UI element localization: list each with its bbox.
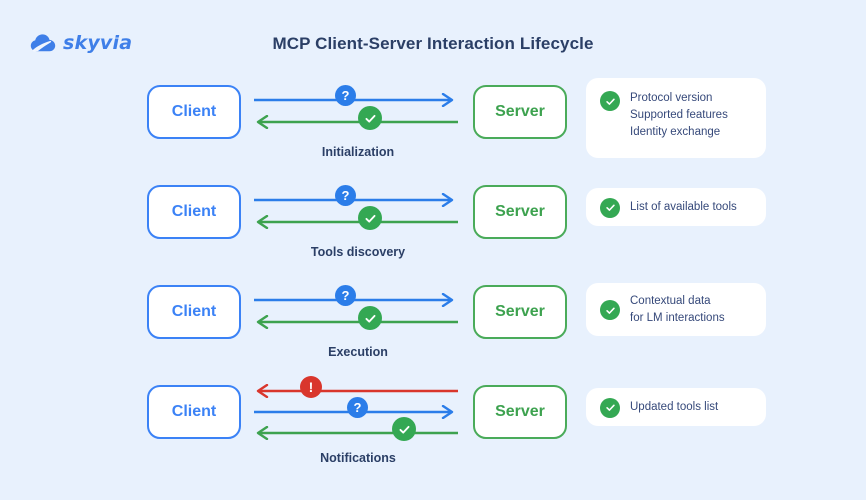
info-card: Protocol version Supported features Iden… [586, 78, 766, 158]
question-badge-glyph: ? [341, 188, 350, 203]
info-card-lines: List of available tools [630, 199, 737, 216]
info-card: Contextual data for LM interactions [586, 283, 766, 336]
info-card-line: for LM interactions [630, 311, 725, 324]
check-icon [365, 114, 375, 123]
server-node[interactable]: Server [473, 285, 567, 339]
info-card-lines: Protocol version Supported features Iden… [630, 90, 728, 141]
question-badge: ? [335, 185, 356, 206]
question-badge: ? [347, 397, 368, 418]
question-badge-glyph: ? [353, 400, 362, 415]
client-node[interactable]: Client [147, 85, 241, 139]
response-arrow-left [252, 315, 460, 329]
step-label: Execution [328, 345, 388, 359]
request-arrow-right [252, 93, 460, 107]
alert-badge: ! [300, 376, 322, 398]
info-card-line: Supported features [630, 109, 728, 121]
arrow-group [252, 375, 464, 455]
server-node[interactable]: Server [473, 85, 567, 139]
client-node[interactable]: Client [147, 285, 241, 339]
client-node-label: Client [171, 203, 217, 220]
info-card-lines: Contextual data for LM interactions [630, 293, 725, 327]
response-arrow-left [252, 115, 460, 129]
lifecycle-row-notifications: Client ! [0, 375, 866, 475]
info-card-line: Protocol version [630, 92, 713, 104]
client-node-label: Client [171, 103, 217, 120]
check-badge [358, 206, 382, 230]
response-arrow-left [252, 426, 460, 440]
check-icon [365, 314, 375, 323]
server-node[interactable]: Server [473, 385, 567, 439]
check-icon [399, 425, 409, 434]
check-circle-icon [600, 300, 620, 320]
request-arrow-right [252, 193, 460, 207]
question-badge-glyph: ? [341, 288, 350, 303]
lifecycle-row-tools-discovery: Client ? Tools discov [0, 175, 866, 275]
question-badge-glyph: ? [341, 88, 350, 103]
client-node-label: Client [171, 403, 217, 420]
info-card-lines: Updated tools list [630, 399, 718, 416]
server-node[interactable]: Server [473, 185, 567, 239]
question-badge: ? [335, 285, 356, 306]
info-card: List of available tools [586, 188, 766, 226]
check-circle-icon [600, 197, 620, 218]
alert-badge-glyph: ! [308, 379, 314, 395]
info-card-line: Identity exchange [630, 126, 721, 138]
check-circle-icon [600, 397, 620, 418]
notification-arrow-left [252, 384, 460, 398]
server-node-label: Server [495, 203, 545, 220]
check-circle-icon [600, 91, 620, 111]
info-card-line: Contextual data [630, 294, 711, 307]
server-node-label: Server [495, 303, 545, 320]
check-badge [392, 417, 416, 441]
check-icon [365, 214, 375, 223]
question-badge: ? [335, 85, 356, 106]
check-badge [358, 106, 382, 130]
lifecycle-row-execution: Client ? Execution [0, 275, 866, 375]
info-card-line: Updated tools list [630, 400, 719, 413]
info-card: Updated tools list [586, 388, 766, 426]
step-label: Tools discovery [310, 245, 406, 259]
cloud-icon [30, 32, 56, 54]
brand-name: skyvia [63, 32, 133, 54]
server-node-label: Server [495, 103, 545, 120]
page-title: MCP Client-Server Interaction Lifecycle [272, 34, 594, 53]
response-arrow-left [252, 215, 460, 229]
check-badge [358, 306, 382, 330]
info-card-line: List of available tools [630, 200, 737, 213]
brand-logo[interactable]: skyvia [30, 32, 132, 54]
step-label: Initialization [321, 145, 395, 159]
request-arrow-right [252, 293, 460, 307]
server-node-label: Server [495, 403, 545, 420]
lifecycle-row-initialization: Client ? Initializati [0, 75, 866, 175]
step-label: Notifications [320, 451, 396, 465]
client-node-label: Client [171, 303, 217, 320]
client-node[interactable]: Client [147, 185, 241, 239]
client-node[interactable]: Client [147, 385, 241, 439]
